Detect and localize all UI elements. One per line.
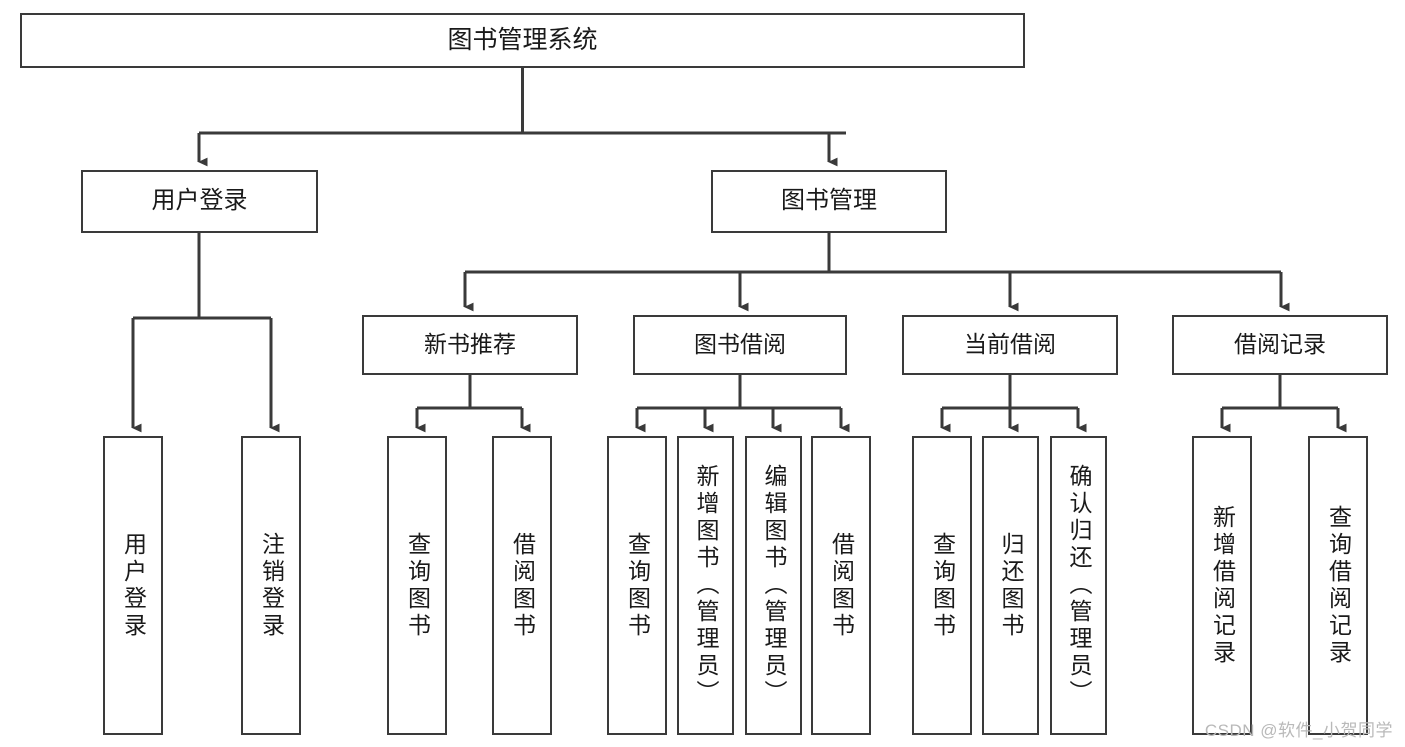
node-label: 编辑图书（管理员） bbox=[761, 464, 787, 707]
watermark: CSDN @软件_小贺同学 bbox=[1204, 721, 1393, 740]
node-leaf-add-book-admin[interactable]: 新增图书（管理员） bbox=[677, 436, 734, 735]
node-label: 新增图书（管理员） bbox=[693, 464, 719, 707]
node-leaf-query-book-borrow[interactable]: 查询图书 bbox=[607, 436, 667, 735]
node-label: 注销登录 bbox=[258, 531, 285, 640]
node-book-management[interactable]: 图书管理 bbox=[711, 170, 947, 233]
node-leaf-query-book-recommend[interactable]: 查询图书 bbox=[387, 436, 447, 735]
node-label: 用户登录 bbox=[151, 187, 248, 215]
node-new-book-recommend[interactable]: 新书推荐 bbox=[362, 315, 578, 375]
node-label: 借阅记录 bbox=[1234, 331, 1326, 358]
node-leaf-confirm-return-admin[interactable]: 确认归还（管理员） bbox=[1050, 436, 1107, 735]
node-label: 用户登录 bbox=[120, 531, 147, 640]
node-label: 借阅图书 bbox=[828, 531, 855, 640]
node-leaf-return-book[interactable]: 归还图书 bbox=[982, 436, 1039, 735]
node-label: 图书借阅 bbox=[694, 331, 786, 358]
node-leaf-query-borrow-record[interactable]: 查询借阅记录 bbox=[1308, 436, 1368, 735]
node-label: 查询借阅记录 bbox=[1325, 504, 1352, 667]
node-leaf-edit-book-admin[interactable]: 编辑图书（管理员） bbox=[745, 436, 802, 735]
node-label: 查询图书 bbox=[404, 531, 431, 640]
node-label: 确认归还（管理员） bbox=[1066, 464, 1092, 707]
node-label: 图书管理 bbox=[781, 187, 877, 215]
node-leaf-borrow-book[interactable]: 借阅图书 bbox=[811, 436, 871, 735]
node-current-borrow[interactable]: 当前借阅 bbox=[902, 315, 1118, 375]
node-leaf-user-login[interactable]: 用户登录 bbox=[103, 436, 163, 735]
node-leaf-borrow-book-recommend[interactable]: 借阅图书 bbox=[492, 436, 552, 735]
node-label: 归还图书 bbox=[998, 531, 1024, 640]
node-root-system[interactable]: 图书管理系统 bbox=[20, 13, 1025, 68]
node-label: 新增借阅记录 bbox=[1209, 504, 1236, 667]
node-label: 当前借阅 bbox=[964, 331, 1056, 358]
node-leaf-add-borrow-record[interactable]: 新增借阅记录 bbox=[1192, 436, 1252, 735]
node-label: 新书推荐 bbox=[424, 331, 516, 358]
node-label: 图书管理系统 bbox=[447, 25, 598, 54]
node-leaf-query-book-current[interactable]: 查询图书 bbox=[912, 436, 972, 735]
node-label: 查询图书 bbox=[624, 531, 651, 640]
node-label: 查询图书 bbox=[929, 531, 956, 640]
node-book-borrow[interactable]: 图书借阅 bbox=[633, 315, 847, 375]
node-user-login[interactable]: 用户登录 bbox=[81, 170, 318, 233]
node-label: 借阅图书 bbox=[509, 531, 536, 640]
node-borrow-record[interactable]: 借阅记录 bbox=[1172, 315, 1388, 375]
node-leaf-logout[interactable]: 注销登录 bbox=[241, 436, 301, 735]
